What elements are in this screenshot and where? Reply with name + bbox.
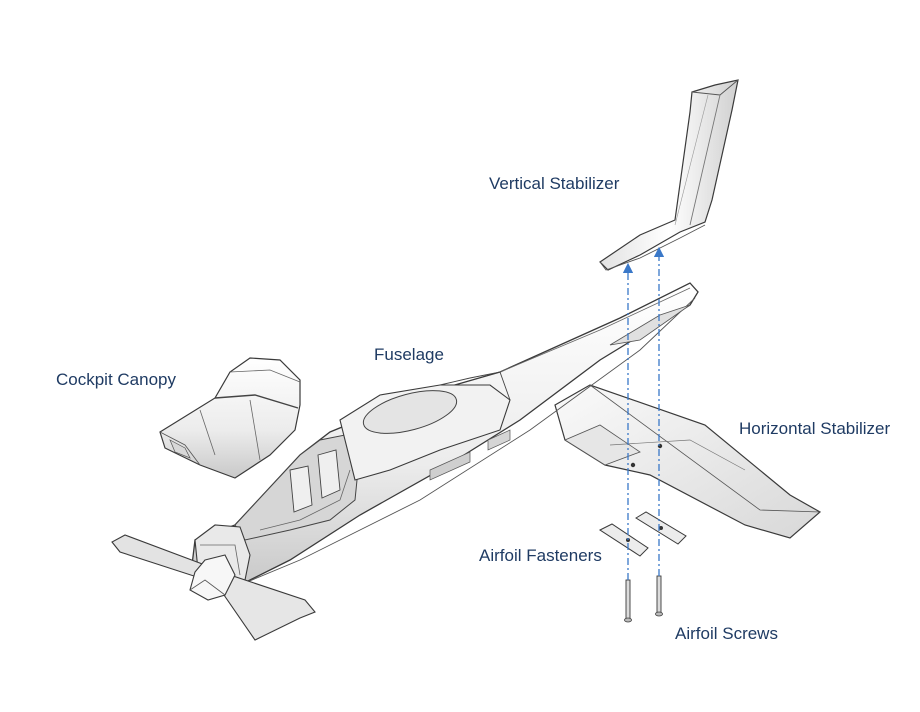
cockpit-canopy-label: Cockpit Canopy <box>56 370 177 389</box>
vertical-stabilizer-label: Vertical Stabilizer <box>489 174 620 193</box>
fuselage-label: Fuselage <box>374 345 444 364</box>
assembly-guide-lines <box>622 246 665 580</box>
airfoil-fasteners-label: Airfoil Fasteners <box>479 546 602 565</box>
vertical-stabilizer-part <box>599 79 739 271</box>
horizontal-stabilizer-part <box>554 384 822 539</box>
propeller-part <box>111 534 316 641</box>
airfoil-screws-label: Airfoil Screws <box>675 624 778 643</box>
horizontal-stabilizer-label: Horizontal Stabilizer <box>739 419 891 438</box>
airfoil-fastener-plates <box>598 511 687 557</box>
airfoil-screw-parts <box>624 575 663 623</box>
cockpit-canopy-part <box>159 357 301 479</box>
fuselage-part <box>191 282 699 586</box>
